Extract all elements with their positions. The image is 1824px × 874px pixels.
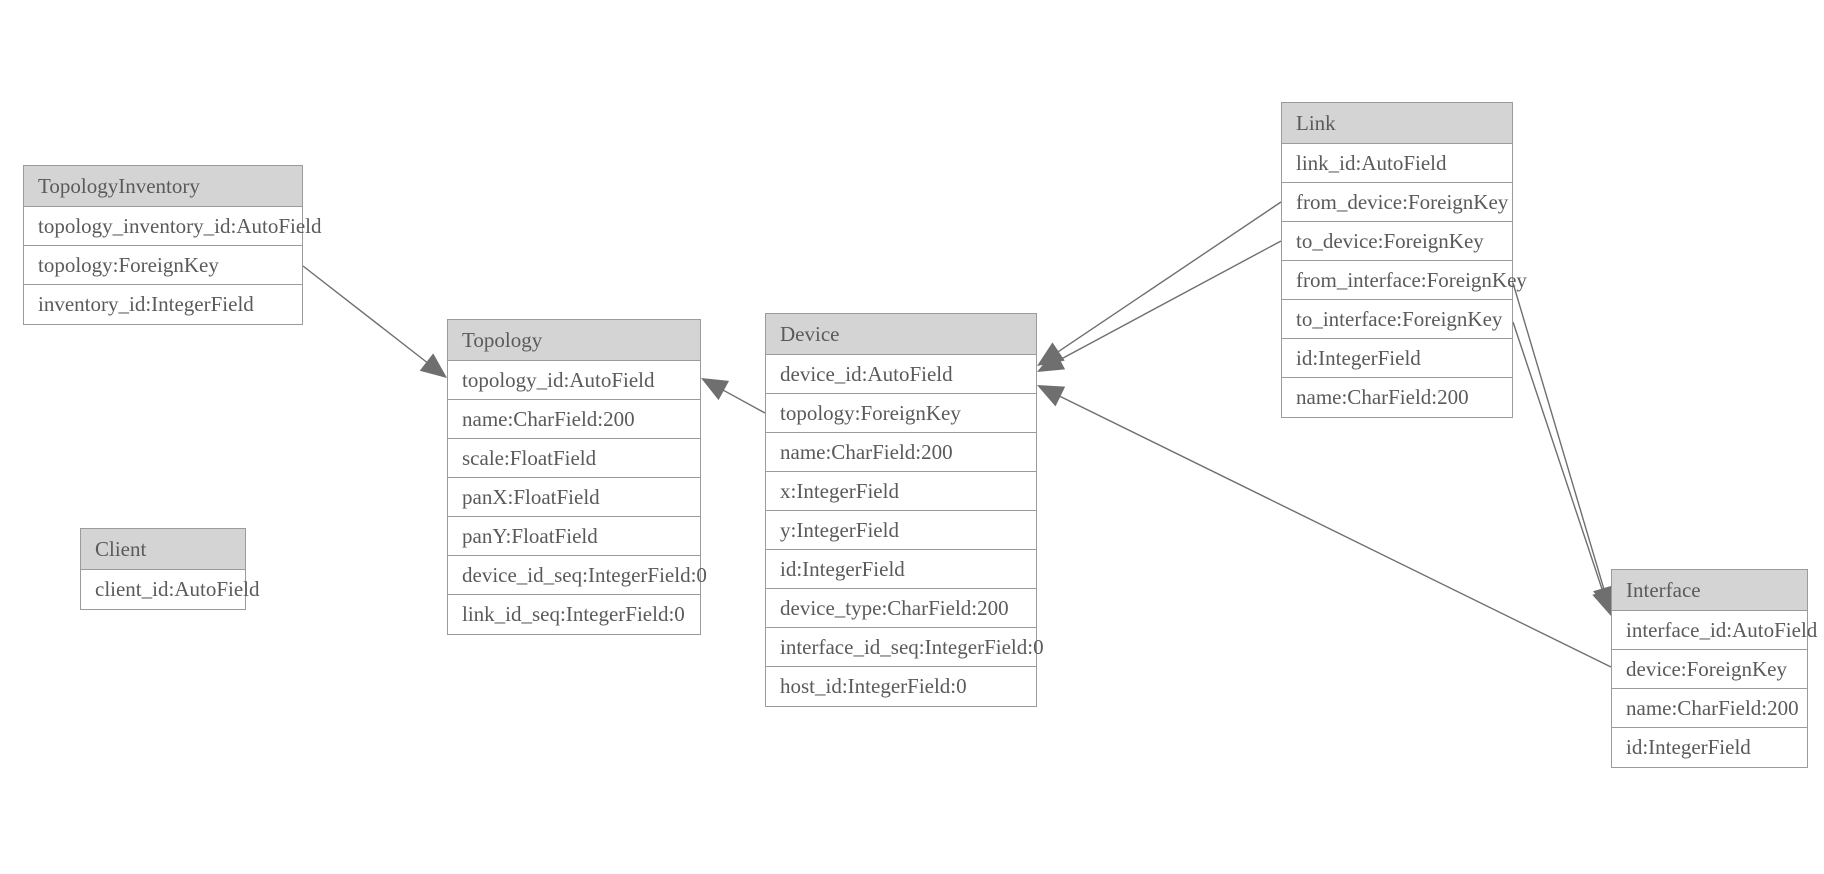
- relation-rel-topologyinventory-topology: [302, 265, 447, 378]
- relation-rel-device-topology: [701, 378, 766, 414]
- entity-field: id:IntegerField: [1612, 728, 1807, 767]
- relation-line: [1054, 201, 1282, 355]
- entity-field: scale:FloatField: [448, 439, 700, 478]
- entity-field: topology_inventory_id:AutoField: [24, 207, 322, 246]
- relation-rel-link-to-device: [1037, 240, 1282, 372]
- entity-field: link_id:AutoField: [1282, 144, 1512, 183]
- entity-field: device_id_seq:IntegerField:0: [448, 556, 707, 595]
- entity-field: from_interface:ForeignKey: [1282, 261, 1527, 300]
- entity-field: name:CharField:200: [1612, 689, 1807, 728]
- relation-arrowhead-icon: [1037, 350, 1066, 372]
- entity-field: topology:ForeignKey: [24, 246, 302, 285]
- entity-field: topology_id:AutoField: [448, 361, 700, 400]
- entity-field: device_id:AutoField: [766, 355, 1036, 394]
- entity-field: from_device:ForeignKey: [1282, 183, 1512, 222]
- relation-arrowhead-icon: [1037, 385, 1066, 407]
- relation-line: [1056, 394, 1612, 668]
- relation-line: [302, 265, 431, 366]
- entity-title-client: Client: [81, 529, 245, 570]
- relation-line: [1512, 282, 1606, 593]
- relation-rel-link-from-interface: [1512, 282, 1615, 613]
- entity-field: inventory_id:IntegerField: [24, 285, 302, 324]
- entity-fields-client: client_id:AutoField: [81, 570, 259, 609]
- entity-field: to_interface:ForeignKey: [1282, 300, 1512, 339]
- entity-field: interface_id_seq:IntegerField:0: [766, 628, 1044, 667]
- entity-title-topology: Topology: [448, 320, 700, 361]
- entity-field: id:IntegerField: [1282, 339, 1512, 378]
- entity-field: to_device:ForeignKey: [1282, 222, 1512, 261]
- entity-title-device: Device: [766, 314, 1036, 355]
- relation-arrowhead-icon: [419, 353, 447, 378]
- relation-arrowhead-icon: [701, 378, 730, 401]
- entity-field: client_id:AutoField: [81, 570, 259, 609]
- entity-field: name:CharField:200: [1282, 378, 1512, 417]
- entity-field: topology:ForeignKey: [766, 394, 1036, 433]
- entity-field: link_id_seq:IntegerField:0: [448, 595, 700, 634]
- entity-field: interface_id:AutoField: [1612, 611, 1817, 650]
- entity-field: x:IntegerField: [766, 472, 1036, 511]
- entity-field: device:ForeignKey: [1612, 650, 1807, 689]
- relation-line: [719, 387, 766, 414]
- entity-field: panY:FloatField: [448, 517, 700, 556]
- entity-field: name:CharField:200: [448, 400, 700, 439]
- entity-field: name:CharField:200: [766, 433, 1036, 472]
- entity-title-interface: Interface: [1612, 570, 1807, 611]
- entity-field: panX:FloatField: [448, 478, 700, 517]
- relation-arrowhead-icon: [1037, 342, 1065, 366]
- entity-field: id:IntegerField: [766, 550, 1036, 589]
- entity-title-topology_inventory: TopologyInventory: [24, 166, 302, 207]
- relation-line: [1056, 240, 1282, 363]
- entity-field: host_id:IntegerField:0: [766, 667, 1036, 706]
- relation-rel-interface-device: [1037, 385, 1612, 668]
- relation-rel-link-to-interface: [1512, 321, 1614, 616]
- entity-field: y:IntegerField: [766, 511, 1036, 550]
- relation-line: [1512, 321, 1605, 596]
- entity-field: device_type:CharField:200: [766, 589, 1036, 628]
- relation-rel-link-from-device: [1037, 201, 1282, 366]
- entity-title-link: Link: [1282, 103, 1512, 144]
